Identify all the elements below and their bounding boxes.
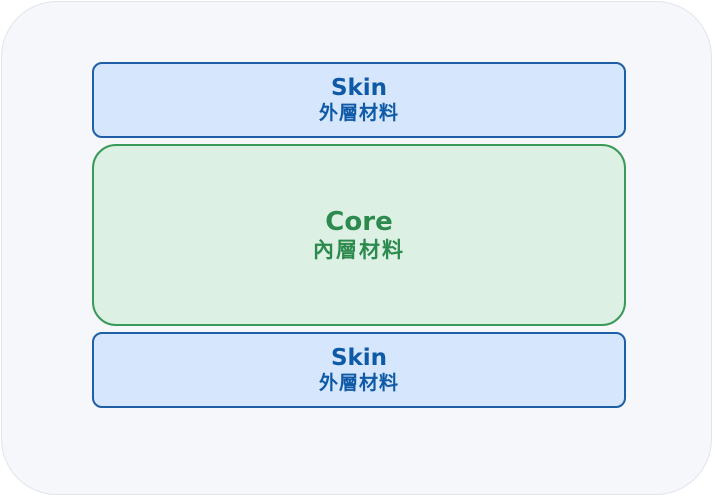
core-label: Core (325, 207, 393, 237)
skin-top-sublabel: 外層材料 (318, 102, 399, 124)
skin-top-label: Skin (330, 75, 388, 101)
skin-bottom-label: Skin (330, 345, 388, 371)
skin-bottom-sublabel: 外層材料 (318, 372, 399, 394)
skin-layer-bottom: Skin 外層材料 (92, 332, 626, 408)
core-layer: Core 內層材料 (92, 144, 626, 326)
core-sublabel: 內層材料 (313, 238, 405, 262)
skin-layer-top: Skin 外層材料 (92, 62, 626, 138)
